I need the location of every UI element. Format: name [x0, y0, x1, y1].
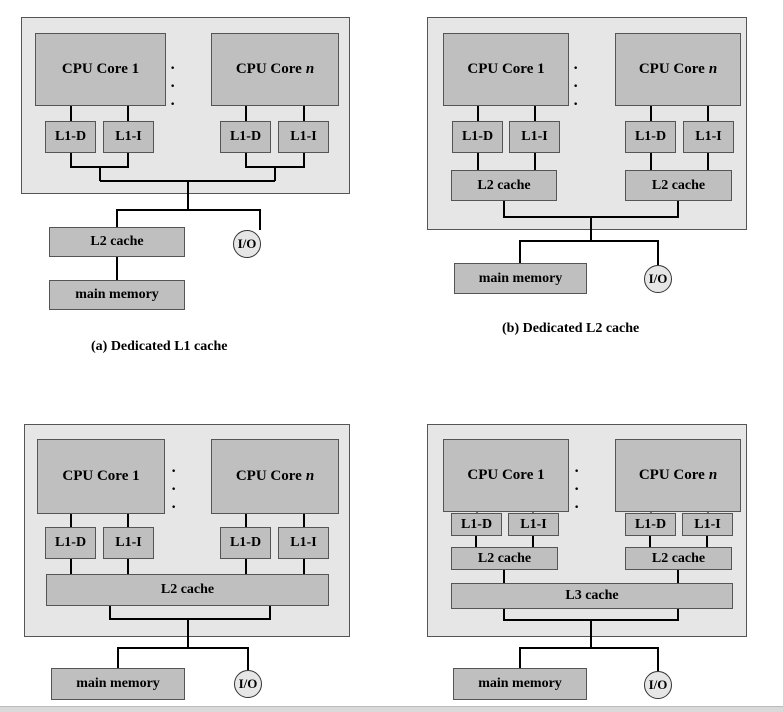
main-memory: main memory	[51, 668, 185, 700]
l1-data-cache: L1-D	[625, 121, 676, 153]
ellipsis: · · ·	[171, 463, 181, 516]
l1-data-cache: L1-D	[451, 513, 502, 536]
io-device: I/O	[234, 670, 262, 698]
l1-instruction-cache: L1-I	[682, 513, 733, 536]
wires-c	[70, 514, 305, 670]
l2-cache: L2 cache	[625, 547, 732, 570]
l1-instruction-cache: L1-I	[509, 121, 560, 153]
caption-a: (a) Dedicated L1 cache	[91, 339, 228, 354]
l1-instruction-cache: L1-I	[278, 121, 329, 153]
l2-cache: L2 cache	[451, 170, 557, 201]
wires-a	[70, 106, 305, 280]
l2-cache: L2 cache	[49, 227, 185, 257]
io-device: I/O	[644, 671, 672, 699]
l1-instruction-cache: L1-I	[103, 527, 154, 559]
main-memory: main memory	[454, 263, 587, 294]
l1-data-cache: L1-D	[625, 513, 676, 536]
wires-d	[475, 512, 709, 671]
l2-cache: L2 cache	[451, 547, 558, 570]
io-device: I/O	[233, 230, 261, 258]
cpu-core-1: CPU Core 1	[37, 439, 165, 514]
ellipsis: · · ·	[574, 463, 584, 516]
l1-instruction-cache: L1-I	[508, 513, 559, 536]
l2-cache: L2 cache	[625, 170, 732, 201]
main-memory: main memory	[453, 668, 587, 700]
main-memory: main memory	[49, 280, 185, 310]
l3-cache-shared: L3 cache	[451, 583, 733, 609]
caption-b: (b) Dedicated L2 cache	[502, 321, 640, 336]
l1-data-cache: L1-D	[220, 121, 271, 153]
l1-data-cache: L1-D	[45, 527, 96, 559]
cpu-core-1: CPU Core 1	[35, 33, 166, 106]
l1-data-cache: L1-D	[452, 121, 503, 153]
l2-cache-shared: L2 cache	[46, 574, 329, 606]
l1-instruction-cache: L1-I	[278, 527, 329, 559]
l1-data-cache: L1-D	[45, 121, 96, 153]
cpu-core-1: CPU Core 1	[443, 33, 569, 106]
io-device: I/O	[644, 265, 672, 293]
ellipsis: · · ·	[170, 60, 180, 113]
ellipsis: · · ·	[573, 60, 583, 113]
wires-b	[477, 106, 709, 265]
l1-data-cache: L1-D	[220, 527, 271, 559]
l1-instruction-cache: L1-I	[103, 121, 154, 153]
l1-instruction-cache: L1-I	[683, 121, 734, 153]
cpu-core-1: CPU Core 1	[443, 439, 569, 512]
window-bottom-edge	[0, 706, 783, 712]
